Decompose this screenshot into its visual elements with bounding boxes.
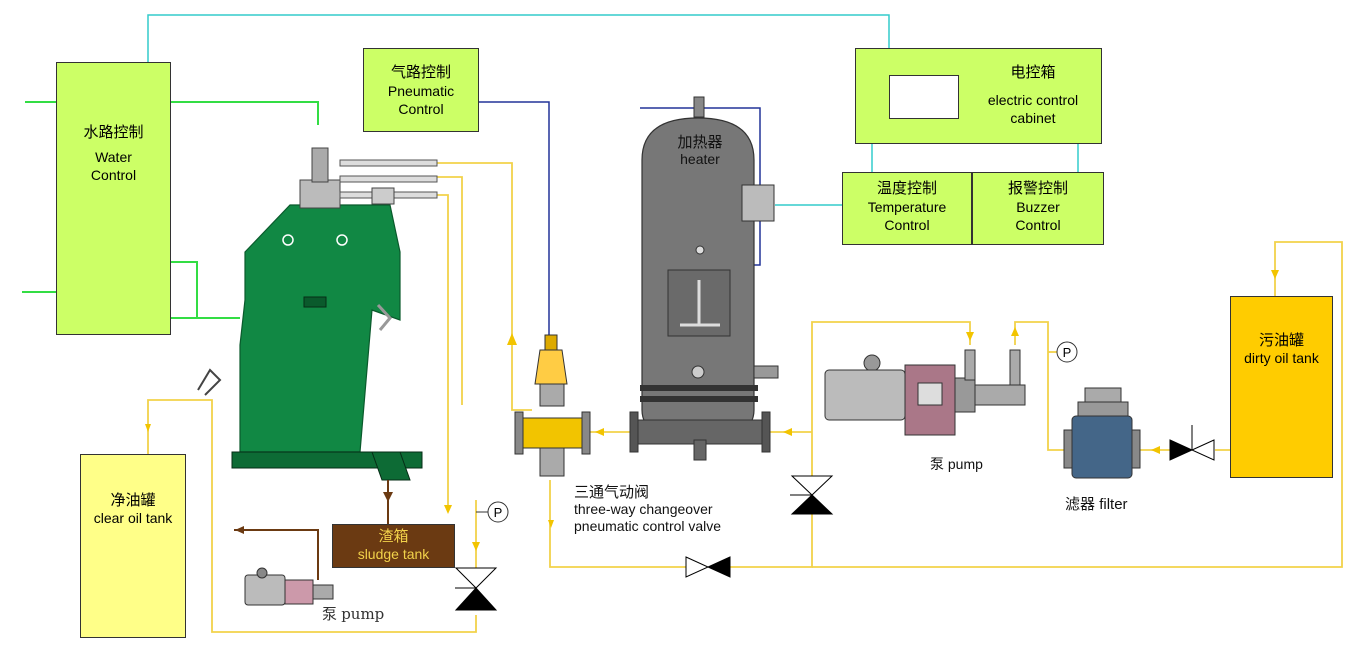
main-pump	[824, 349, 1026, 436]
valve-icon	[685, 556, 731, 578]
oil-lines	[147, 162, 1343, 633]
pressure-gauges: P P	[476, 341, 1078, 523]
oil-line-to-sludge	[437, 194, 449, 505]
electric-cabinet-en1: electric control	[987, 92, 1079, 108]
sludge-pump-label: 泵 pump	[322, 605, 385, 624]
oil-line-loop	[728, 321, 971, 568]
arrow-down-icon	[444, 505, 452, 514]
water-control-box: 水路控制 Water Control	[56, 62, 171, 335]
sludge-pump	[244, 567, 334, 606]
three-way-valve-en2: pneumatic control valve	[574, 518, 722, 534]
filter-en: filter	[1099, 496, 1128, 513]
electric-cabinet-box: 电控箱 electric control cabinet	[855, 48, 1102, 144]
water-control-en2: Control	[90, 167, 137, 183]
pressure-gauge-icon	[487, 501, 509, 523]
pneumatic-line-to-valve	[479, 101, 550, 340]
oil-line-separator-down	[437, 176, 463, 405]
filter-zh: 滤器	[1065, 496, 1096, 513]
pneumatic-control-en2: Control	[398, 101, 444, 117]
electric-cabinet-en2: cabinet	[1010, 110, 1056, 126]
three-way-valve-en1: three-way changeover	[574, 501, 713, 517]
sludge-lines	[234, 480, 389, 580]
arrow-down-icon	[966, 332, 974, 341]
arrow-left-icon	[1151, 446, 1160, 454]
sludge-pump-en: pump	[341, 605, 385, 623]
three-way-valve-label: 三通气动阀 three-way changeover pneumatic con…	[574, 484, 721, 535]
heater-label: 加热器 heater	[672, 134, 728, 168]
temperature-control-en1: Temperature	[867, 199, 947, 215]
oil-line-separator-to-valve	[437, 162, 532, 411]
arrow-up-icon	[507, 333, 517, 345]
pressure-gauge-label: P	[494, 505, 503, 520]
water-control-zh: 水路控制	[83, 123, 144, 141]
clear-oil-tank: 净油罐 clear oil tank	[80, 454, 186, 638]
heater-label-zh: 加热器	[677, 134, 723, 151]
arrow-down-icon	[145, 424, 151, 432]
electric-cabinet-zh: 电控箱	[1010, 63, 1056, 81]
separator-top-head	[299, 179, 341, 209]
buzzer-control-en1: Buzzer	[1016, 199, 1060, 215]
flow-arrows	[145, 270, 1279, 551]
main-pump-label: 泵 pump	[930, 456, 983, 473]
arrow-down-icon	[1271, 270, 1279, 279]
pneumatic-control-box: 气路控制 Pneumatic Control	[363, 48, 479, 132]
valve-icon	[790, 475, 834, 515]
sludge-tank: 渣箱 sludge tank	[332, 524, 455, 568]
oil-line-clear-tank	[147, 399, 477, 633]
buzzer-control-box: 报警控制 Buzzer Control	[972, 172, 1104, 245]
sludge-tank-zh: 渣箱	[378, 527, 409, 545]
valve-icon	[1169, 425, 1215, 461]
temperature-control-zh: 温度控制	[876, 179, 937, 197]
main-pump-zh: 泵	[930, 456, 944, 472]
cabinet-display	[889, 75, 959, 119]
arrow-down-icon	[383, 492, 393, 502]
main-pump-en: pump	[947, 456, 983, 472]
filter-label: 滤器 filter	[1065, 496, 1128, 513]
water-line-to-separator	[137, 101, 319, 125]
buzzer-control-en2: Control	[1015, 217, 1061, 233]
arrow-left-icon	[235, 526, 244, 534]
heater-vessel	[629, 96, 779, 461]
temperature-control-en2: Control	[884, 217, 930, 233]
arrow-down-icon	[548, 520, 554, 528]
buzzer-control-zh: 报警控制	[1007, 179, 1068, 197]
signal-line-water-to-cabinet	[147, 14, 890, 62]
oil-filter	[1063, 387, 1141, 479]
valve-icon	[454, 567, 498, 611]
pressure-gauge-label: P	[1063, 345, 1072, 360]
pneumatic-control-en1: Pneumatic	[387, 83, 455, 99]
pneumatic-control-zh: 气路控制	[390, 63, 451, 81]
arrow-up-icon	[1011, 327, 1019, 336]
dirty-oil-tank-zh: 污油罐	[1258, 331, 1304, 349]
three-way-valve	[514, 334, 591, 477]
oil-line-valve-bottom	[549, 480, 690, 568]
dirty-oil-tank-en: dirty oil tank	[1244, 350, 1319, 366]
temperature-control-box: 温度控制 Temperature Control	[842, 172, 972, 245]
heater-label-en: heater	[680, 151, 720, 167]
clear-oil-tank-en: clear oil tank	[93, 510, 173, 526]
arrow-left-icon	[783, 428, 792, 436]
arrow-left-icon	[595, 428, 604, 436]
sludge-pump-zh: 泵	[322, 606, 338, 623]
sludge-tank-en: sludge tank	[357, 546, 430, 562]
sludge-out-line	[234, 529, 319, 580]
oil-line-dirty-tank-return	[812, 241, 1343, 568]
clear-oil-tank-zh: 净油罐	[110, 491, 156, 509]
dirty-oil-tank: 污油罐 dirty oil tank	[1230, 296, 1333, 478]
pressure-gauge-icon	[1056, 341, 1078, 363]
three-way-valve-zh: 三通气动阀	[574, 484, 650, 501]
water-control-en1: Water	[95, 149, 132, 165]
arrow-down-icon	[472, 542, 480, 551]
disc-separator	[197, 147, 438, 481]
signal-lines	[147, 14, 1079, 206]
